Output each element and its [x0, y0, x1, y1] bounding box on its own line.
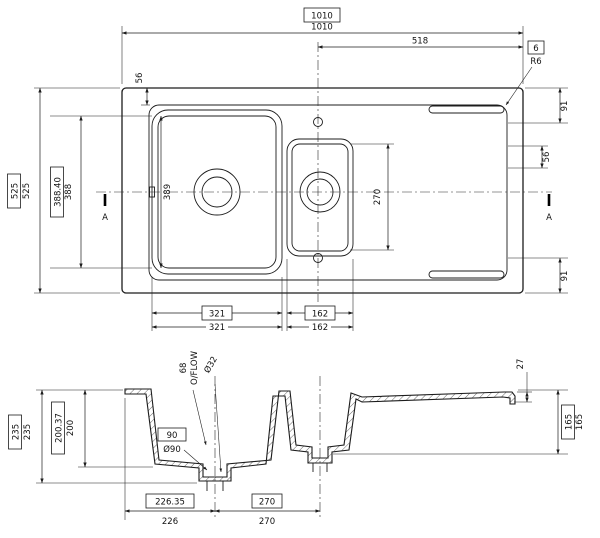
dim-drain-ref: 90 [167, 431, 178, 441]
sink-rim-inner [148, 104, 508, 281]
section-label-right: A [546, 213, 552, 223]
section-view [124, 376, 516, 520]
dim-rim-offset: 56 [135, 73, 145, 84]
ref-box-small-bowl-depth: 165 [561, 404, 575, 440]
ref-box-radius [527, 40, 545, 55]
dim-radius: R6 [530, 57, 541, 67]
dim-right-offset-top: 91 [560, 101, 570, 112]
ref-box-drain [157, 427, 187, 442]
dim-bowl-depth: 200 [66, 420, 76, 436]
small-bowl-outer [286, 138, 354, 257]
dim-overflow-height: 68 [179, 363, 189, 374]
dim-overall-width-ref: 1010 [311, 12, 333, 22]
dim-bowl-height: 388 [64, 184, 74, 200]
dim-bowl-center: 226 [162, 517, 178, 527]
plan-dimensions: 1010 1010 518 6 R6 56 525 525 388.40 388 [7, 7, 570, 333]
dim-right-offset-mid: 56 [542, 152, 552, 163]
dim-right-offset-bottom: 91 [560, 271, 570, 282]
dim-depth: 235 [23, 424, 33, 440]
dim-bowl-width-ref: 321 [209, 310, 225, 320]
dim-small-bowl-depth-ref: 165 [565, 414, 575, 430]
dim-overall-height-ref: 525 [11, 183, 21, 199]
drainer-ledge-bottom [428, 270, 505, 279]
dim-bowl-height-inner: 389 [163, 184, 173, 200]
overflow-label: O/FLOW [190, 350, 200, 385]
dim-depth-ref: 235 [12, 424, 22, 440]
sink-outer-edge [121, 87, 524, 294]
section-dimensions: 68 O/FLOW Ø32 27 235 235 200.37 200 90 Ø… [8, 350, 585, 527]
section-label-left: A [102, 213, 108, 223]
dim-bowl-spacing: 270 [259, 517, 275, 527]
dim-small-bowl-height: 270 [373, 189, 383, 205]
dim-small-bowl-width: 162 [312, 323, 328, 333]
ref-box-bowl-center [145, 493, 195, 509]
plan-view [96, 42, 552, 302]
dim-overall-width: 1010 [311, 23, 333, 33]
dim-bowl-spacing-ref: 270 [259, 498, 275, 508]
ref-box-bowl-spacing [251, 493, 283, 509]
ref-box-overall-width [303, 7, 341, 23]
dim-bowl-height-ref: 388.40 [54, 177, 64, 207]
dim-waste-diameter: Ø32 [202, 354, 220, 375]
dim-bowl-width: 321 [209, 323, 225, 333]
dim-drainer-thickness: 27 [516, 359, 526, 370]
ref-box-bowl-width [201, 305, 233, 321]
dim-overall-height: 525 [22, 183, 32, 199]
dim-small-bowl-depth: 165 [575, 414, 585, 430]
ref-box-small-bowl-width [304, 305, 336, 321]
ref-box-bowl-height: 388.40 [50, 166, 64, 218]
dim-drain-diameter: Ø90 [163, 444, 181, 455]
dim-drainer-width: 518 [412, 37, 428, 47]
dim-radius-ref: 6 [533, 44, 538, 54]
dim-bowl-depth-ref: 200.37 [55, 413, 65, 443]
small-bowl-inner [291, 143, 349, 252]
drainer-ledge-top [428, 105, 505, 114]
ref-box-overall-height: 525 [7, 173, 21, 209]
dim-small-bowl-width-ref: 162 [312, 310, 328, 320]
dim-bowl-center-ref: 226.35 [155, 498, 185, 508]
ref-box-depth: 235 [8, 414, 22, 450]
ref-box-bowl-depth: 200.37 [51, 401, 65, 455]
